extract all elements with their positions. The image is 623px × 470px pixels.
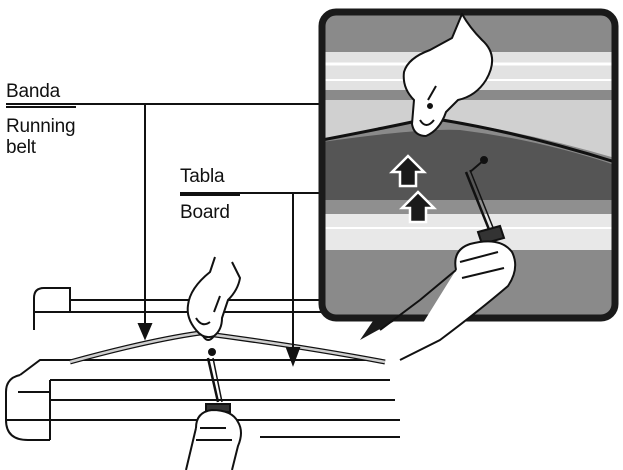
label-board-spanish: Tabla [180, 166, 225, 187]
label-belt-divider [6, 106, 76, 108]
hand-holding-probe-icon [379, 156, 517, 361]
label-belt-english-line2: belt [6, 137, 36, 158]
label-board-english: Board [180, 202, 230, 223]
lift-arrow-icon [388, 154, 438, 224]
hand-holding-probe-icon [185, 348, 242, 470]
label-board-divider [180, 194, 240, 196]
leader-lines [6, 95, 365, 367]
label-belt-english-line1: Running [6, 116, 76, 137]
running-belt-lifted [69, 330, 386, 365]
label-belt-spanish: Banda [6, 81, 60, 102]
hand-lifting-belt-icon [402, 13, 493, 137]
hand-lifting-belt-icon [186, 256, 241, 341]
